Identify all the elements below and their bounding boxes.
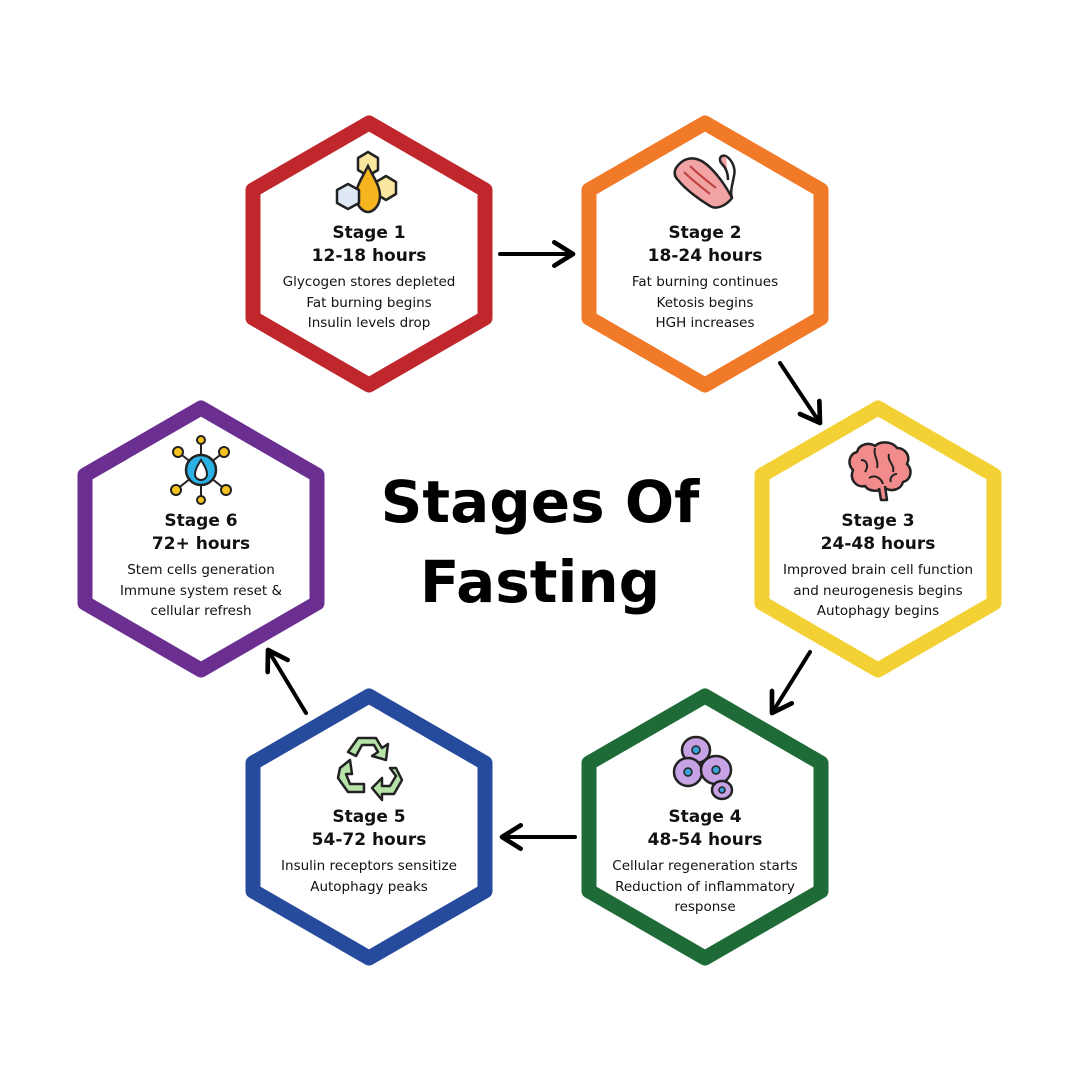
stage-title: Stage 2 [668, 223, 742, 243]
stage-description-line: cellular refresh [150, 603, 252, 619]
stage-description-line: Fat burning begins [306, 294, 432, 311]
stage-description-line: Reduction of inflammatory [615, 878, 795, 895]
stage-title: Stage 5 [332, 807, 406, 827]
stage-description-line: Insulin receptors sensitize [281, 858, 457, 874]
stage-description-line: response [674, 899, 736, 915]
glycogen-drop-icon [335, 150, 398, 214]
stage-title: Stage 3 [841, 511, 915, 531]
recycle-icon [336, 736, 404, 802]
stage-description-line: Autophagy begins [816, 603, 940, 619]
title-line-2: Fasting [419, 548, 661, 616]
stage-description-line: Stem cells generation [127, 562, 275, 578]
stage-description-line: Fat burning continues [631, 274, 779, 290]
stage-3: Stage 3 24-48 hours Improved brain cell … [753, 434, 1003, 622]
stage-4-hexagon [581, 688, 829, 966]
arrow-stage3-to-stage4 [769, 650, 812, 716]
stage-hours: 12-18 hours [311, 246, 427, 266]
stage-description-line: Immune system reset & [119, 582, 283, 599]
stage-description-line: Insulin levels drop [307, 315, 431, 331]
stage-6: Stage 6 72+ hours Stem cells generation … [76, 434, 326, 622]
stage-5: Stage 5 54-72 hours Insulin receptors se… [244, 730, 494, 897]
brain-icon [848, 441, 912, 502]
stage-2: Stage 2 18-24 hours Fat burning continue… [580, 146, 830, 334]
stage-description-line: Glycogen stores depleted [282, 274, 456, 290]
stage-description-line: Improved brain cell function [782, 562, 974, 578]
stage-description-line: Autophagy peaks [310, 878, 428, 895]
stage-1-hexagon [245, 115, 493, 393]
title-line-1: Stages Of [380, 468, 700, 536]
arrow-stage2-to-stage3 [778, 361, 823, 426]
stage-hours: 48-54 hours [647, 830, 763, 850]
stage-hours: 18-24 hours [647, 246, 763, 266]
stage-description-line: HGH increases [655, 315, 755, 331]
stage-description-line: Cellular regeneration starts [612, 858, 798, 874]
stage-description-line: and neurogenesis begins [793, 582, 963, 599]
stage-6-hexagon [77, 400, 325, 678]
stem-cell-icon [170, 435, 232, 505]
cells-icon [672, 735, 734, 801]
stage-3-hexagon [754, 400, 1002, 678]
flexed-arm-muscle-icon [673, 154, 736, 209]
diagram-title: Stages Of Fasting [340, 462, 740, 622]
stage-title: Stage 4 [668, 807, 742, 827]
arrow-stage5-to-stage6 [265, 647, 308, 715]
stage-title: Stage 1 [332, 223, 406, 243]
stage-2-hexagon [581, 115, 829, 393]
stage-5-hexagon [245, 688, 493, 966]
stage-4: Stage 4 48-54 hours Cellular regeneratio… [580, 730, 830, 918]
stage-hours: 54-72 hours [311, 830, 427, 850]
stage-1: Stage 1 12-18 hours Glycogen stores depl… [244, 146, 494, 334]
stage-title: Stage 6 [164, 511, 238, 531]
stage-description-line: Ketosis begins [656, 294, 754, 311]
stage-hours: 72+ hours [151, 534, 251, 554]
stage-hours: 24-48 hours [820, 534, 936, 554]
